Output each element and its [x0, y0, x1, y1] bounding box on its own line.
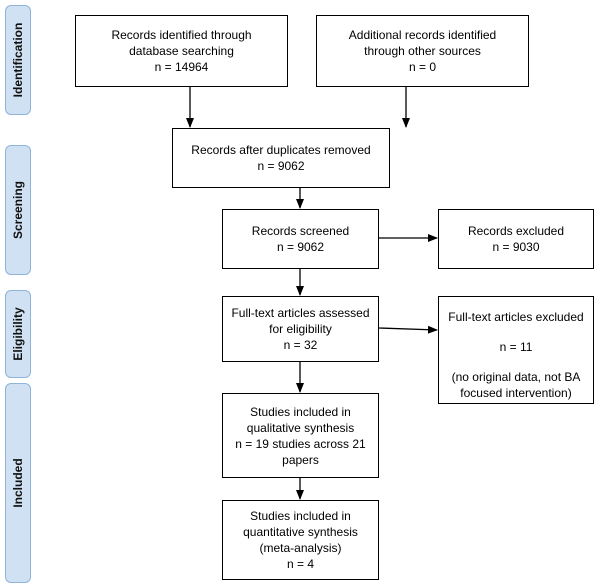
fulltext-assessed-line2: for eligibility	[269, 322, 332, 336]
quantitative-synthesis-box: Studies included in quantitative synthes…	[222, 500, 379, 580]
quantitative-line2: quantitative synthesis	[243, 525, 358, 539]
qualitative-count: n = 19 studies across 21	[235, 436, 366, 451]
qualitative-line4: papers	[282, 452, 319, 467]
records-screened-label: Records screened	[251, 224, 350, 238]
records-excluded-label: Records excluded	[467, 224, 565, 238]
fulltext-excluded-reason1: (no original data, not BA	[451, 370, 581, 384]
arrow-fulltext-to-excluded	[378, 325, 438, 334]
fulltext-assessed-line1: Full-text articles assessed	[231, 306, 370, 320]
records-excluded-count: n = 9030	[492, 240, 540, 254]
fulltext-excluded-label: Full-text articles excluded	[448, 310, 584, 324]
stage-eligibility-label: Eligibility	[5, 290, 31, 378]
fulltext-excluded-reason2: focused intervention)	[460, 386, 572, 400]
records-database-count: n = 14964	[154, 60, 209, 74]
records-other-sources-box: Additional records identified through ot…	[316, 15, 529, 87]
records-database-line1: Records identified through	[111, 28, 252, 42]
records-other-count: n = 0	[408, 60, 437, 74]
qualitative-line2: qualitative synthesis	[246, 420, 355, 435]
records-database-line2: database searching	[129, 44, 234, 58]
fulltext-excluded-count: n = 11	[499, 340, 533, 354]
duplicates-removed-box: Records after duplicates removed n = 906…	[172, 128, 390, 188]
records-database-box: Records identified through database sear…	[75, 15, 288, 87]
records-excluded-box: Records excluded n = 9030	[438, 209, 594, 269]
stage-identification-label: Identification	[5, 5, 31, 115]
fulltext-assessed-box: Full-text articles assessed for eligibil…	[222, 296, 379, 362]
stage-screening-label: Screening	[5, 145, 31, 275]
quantitative-line1: Studies included in	[250, 509, 351, 523]
duplicates-removed-label: Records after duplicates removed	[191, 143, 371, 157]
records-screened-count: n = 9062	[276, 240, 325, 254]
records-other-line2: through other sources	[364, 44, 481, 58]
fulltext-excluded-box: Full-text articles excluded n = 11 (no o…	[438, 296, 594, 404]
duplicates-removed-count: n = 9062	[257, 159, 305, 173]
records-other-line1: Additional records identified	[348, 28, 497, 42]
stage-included-label: Included	[5, 383, 31, 583]
qualitative-synthesis-box: Studies included in qualitative synthesi…	[222, 393, 379, 478]
records-screened-box: Records screened n = 9062	[222, 209, 379, 269]
qualitative-line1: Studies included in	[250, 404, 351, 419]
quantitative-line3: (meta-analysis)	[259, 541, 342, 555]
quantitative-count: n = 4	[286, 557, 315, 571]
fulltext-assessed-count: n = 32	[283, 338, 318, 352]
